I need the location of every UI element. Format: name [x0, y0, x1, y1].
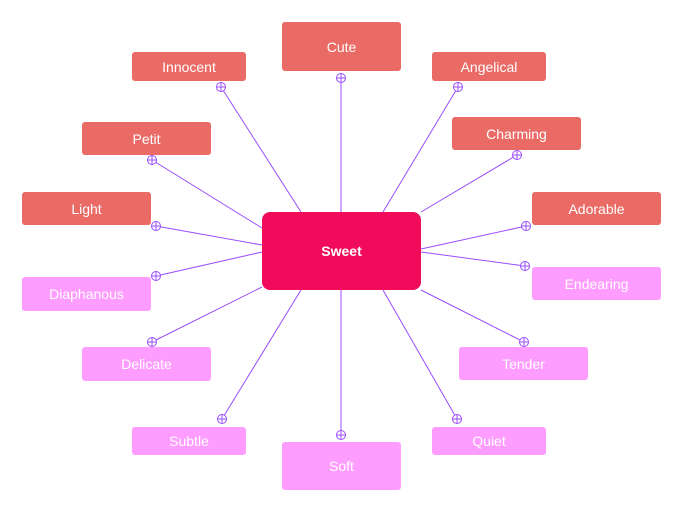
node-adorable[interactable]: Adorable: [532, 192, 661, 225]
edge-adorable: [420, 225, 527, 250]
node-charming[interactable]: Charming: [452, 117, 581, 150]
edge-charming: [420, 154, 518, 213]
center-node-label: Sweet: [321, 243, 362, 259]
connector-point-icon[interactable]: [519, 337, 529, 347]
connector-point-icon[interactable]: [217, 414, 227, 424]
connector-point-icon[interactable]: [147, 155, 157, 165]
node-diaphanous[interactable]: Diaphanous: [22, 277, 151, 311]
node-label: Innocent: [162, 58, 216, 75]
node-label: Diaphanous: [49, 286, 124, 302]
node-label: Light: [71, 200, 102, 217]
edge-petit: [151, 159, 263, 229]
node-label: Tender: [502, 355, 545, 372]
edge-innocent: [220, 86, 302, 213]
connector-point-icon[interactable]: [151, 271, 161, 281]
node-tender[interactable]: Tender: [459, 347, 588, 380]
node-label: Adorable: [568, 200, 625, 217]
node-innocent[interactable]: Innocent: [132, 52, 246, 81]
edge-tender: [420, 289, 525, 343]
node-label: Delicate: [121, 356, 172, 372]
edge-diaphanous: [155, 251, 263, 277]
node-subtle[interactable]: Subtle: [132, 427, 246, 455]
edge-endearing: [420, 251, 526, 267]
connector-point-icon[interactable]: [336, 73, 346, 83]
node-quiet[interactable]: Quiet: [432, 427, 546, 455]
node-petit[interactable]: Petit: [82, 122, 211, 155]
edge-subtle: [221, 289, 302, 420]
node-label: Endearing: [564, 275, 629, 292]
connector-point-icon[interactable]: [512, 150, 522, 160]
edge-delicate: [151, 286, 263, 343]
node-label: Angelical: [460, 58, 518, 75]
node-label: Charming: [486, 125, 547, 142]
node-label: Petit: [132, 130, 161, 147]
node-delicate[interactable]: Delicate: [82, 347, 211, 381]
edge-angelical: [382, 86, 459, 213]
connector-point-icon[interactable]: [151, 221, 161, 231]
node-light[interactable]: Light: [22, 192, 151, 225]
node-endearing[interactable]: Endearing: [532, 267, 661, 300]
node-angelical[interactable]: Angelical: [432, 52, 546, 81]
node-soft[interactable]: Soft: [282, 442, 401, 490]
edge-quiet: [382, 289, 458, 420]
node-label: Soft: [329, 458, 354, 474]
connector-point-icon[interactable]: [521, 221, 531, 231]
connector-point-icon[interactable]: [452, 414, 462, 424]
connector-point-icon[interactable]: [147, 337, 157, 347]
center-node-sweet[interactable]: Sweet: [262, 212, 421, 290]
node-label: Cute: [326, 38, 357, 55]
connector-point-icon[interactable]: [520, 261, 530, 271]
node-label: Subtle: [169, 433, 209, 449]
node-label: Quiet: [472, 433, 506, 449]
connector-point-icon[interactable]: [336, 430, 346, 440]
connector-point-icon[interactable]: [216, 82, 226, 92]
node-cute[interactable]: Cute: [282, 22, 401, 71]
edge-light: [155, 225, 263, 246]
connector-point-icon[interactable]: [453, 82, 463, 92]
